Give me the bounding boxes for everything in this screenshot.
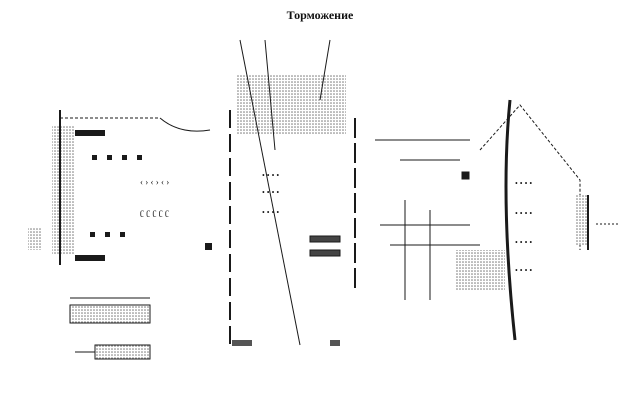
svg-text:• • • •: • • • •	[515, 209, 532, 218]
svg-text:• • • •: • • • •	[515, 238, 532, 247]
diagram-title: Торможение	[286, 8, 354, 22]
svg-text:• • • •: • • • •	[515, 266, 532, 275]
svg-text:• • • •: • • • •	[515, 179, 532, 188]
right-assembly: • • • • • • • • • • • • • • • •	[375, 99, 618, 341]
left-assembly: ‹ › ‹ › ‹ › ʗ ʗ ʗ ʗ ʗ	[28, 110, 212, 360]
svg-text:ʗ ʗ ʗ ʗ ʗ: ʗ ʗ ʗ ʗ ʗ	[140, 207, 169, 217]
svg-text:• • • •: • • • •	[262, 208, 279, 217]
svg-text:• • • •: • • • •	[262, 171, 279, 180]
svg-text:• • • •: • • • •	[262, 188, 279, 197]
svg-text:‹ › ‹ › ‹ ›: ‹ › ‹ › ‹ ›	[140, 177, 169, 187]
center-assembly: • • • • • • • • • • • •	[229, 39, 356, 346]
